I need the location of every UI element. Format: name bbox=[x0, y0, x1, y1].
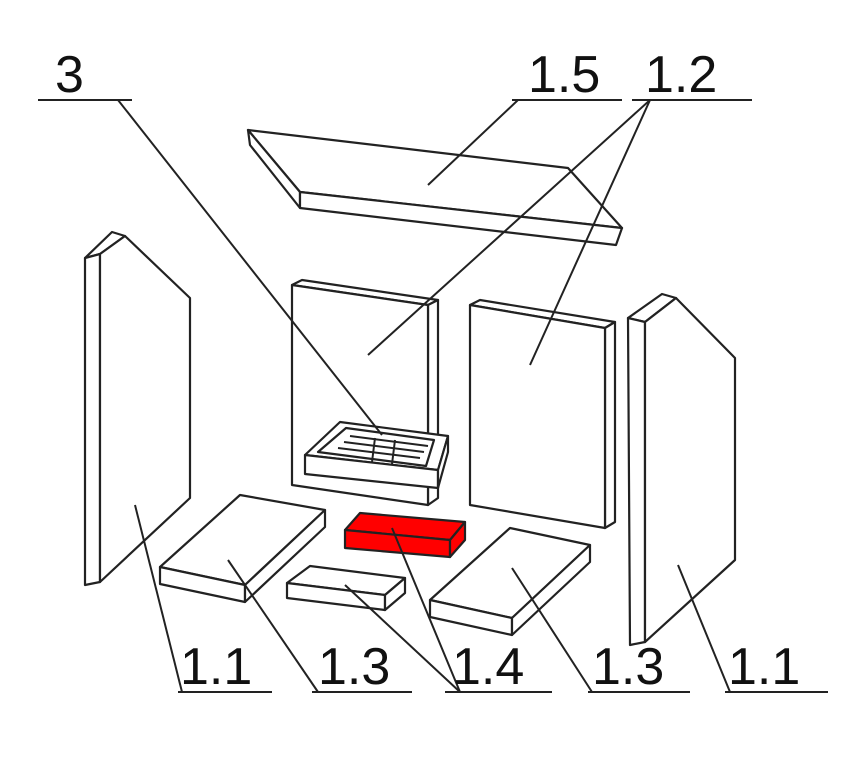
part-1-1-left-plate bbox=[83, 230, 192, 587]
part-1-2-right-panel bbox=[468, 298, 617, 530]
label-part-1-2: 1.2 bbox=[645, 46, 717, 104]
part-1-4-small-brick bbox=[285, 564, 407, 612]
part-1-5-top-slab bbox=[246, 128, 624, 247]
part-1-1-right-plate bbox=[626, 292, 737, 647]
part-1-3-left-slab bbox=[158, 493, 327, 604]
label-part-3: 3 bbox=[55, 46, 84, 104]
label-part-1-3-left: 1.3 bbox=[318, 638, 390, 696]
part-3-grate-tray bbox=[303, 420, 450, 490]
label-part-1-4: 1.4 bbox=[452, 638, 524, 696]
label-part-1-1-right: 1.1 bbox=[728, 638, 800, 696]
leader-lines bbox=[38, 99, 828, 693]
grate-bars bbox=[337, 435, 429, 465]
label-part-1-3-right: 1.3 bbox=[592, 638, 664, 696]
part-1-3-right-slab bbox=[428, 526, 592, 637]
part-1-4-highlighted-brick bbox=[343, 511, 467, 559]
label-part-1-1-left: 1.1 bbox=[180, 638, 252, 696]
label-part-1-5: 1.5 bbox=[528, 46, 600, 104]
